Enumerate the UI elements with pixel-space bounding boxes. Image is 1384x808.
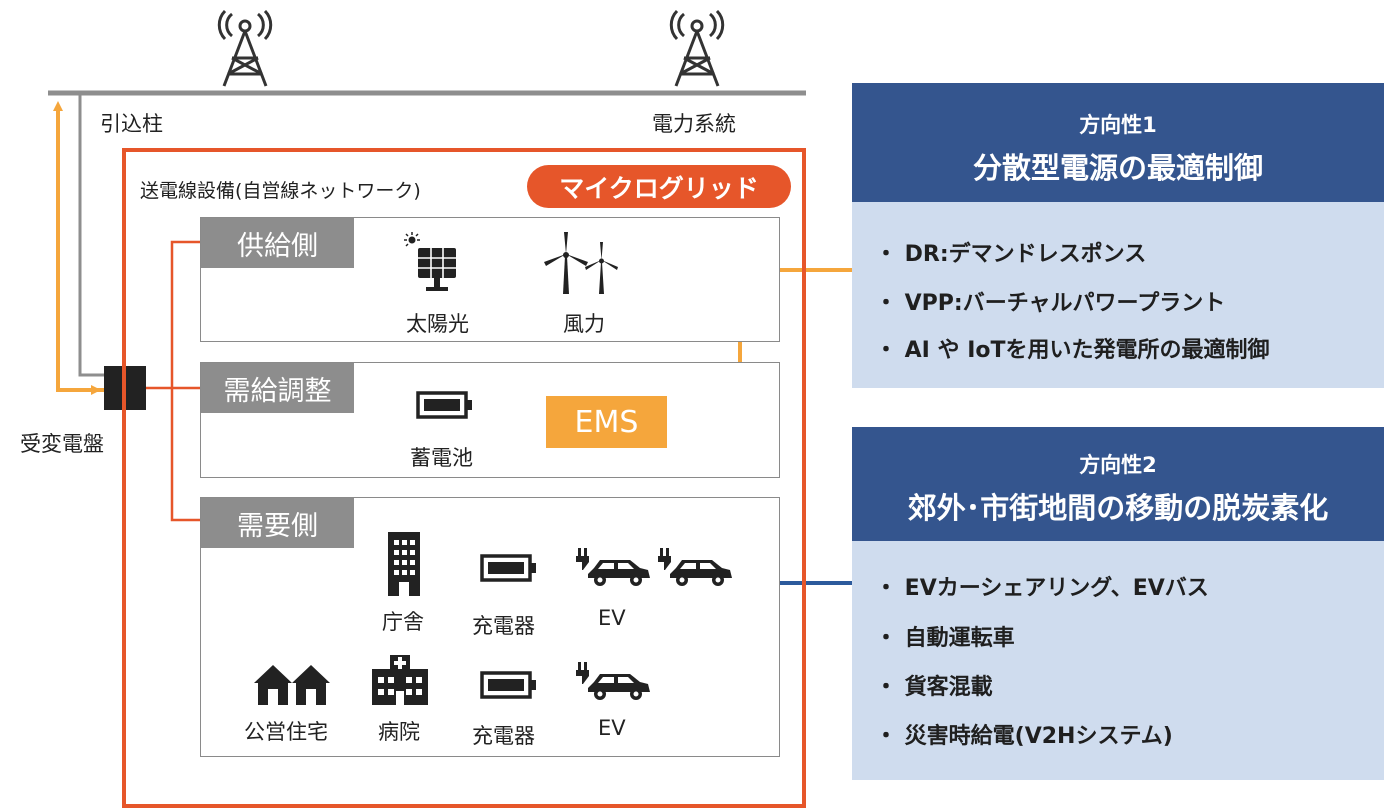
direction2-bullet: ・ 貨客混載 <box>875 675 993 700</box>
direction2-bullet: ・ 災害時給電(V2Hシステム) <box>875 724 1173 749</box>
storage-battery-icon <box>416 391 472 419</box>
network-label: 送電線設備(自営線ネットワーク) <box>140 180 421 202</box>
direction1-body <box>852 202 1384 388</box>
direction2-body <box>852 541 1384 780</box>
ev-car-icon <box>576 548 650 586</box>
demand-section: 需要側 <box>200 497 780 757</box>
direction1-header: 方向性1 分散型電源の最適制御 <box>852 83 1384 202</box>
transmission-tower-icon <box>217 10 273 87</box>
connection-lines <box>48 90 874 589</box>
power-grid-label: 電力系統 <box>652 112 736 136</box>
microgrid-badge: マイクログリッド <box>527 165 791 208</box>
solar-panel-icon <box>404 232 456 291</box>
supply-title: 供給側 <box>201 218 354 268</box>
public-housing-icon <box>254 665 330 705</box>
direction1-bullet: ・ AI や IoTを用いた発電所の最適制御 <box>875 338 1270 363</box>
public-housing-label: 公営住宅 <box>244 720 328 744</box>
hospital-icon <box>372 655 428 705</box>
switchboard-label: 受変電盤 <box>20 432 104 456</box>
wind-label: 風力 <box>563 312 605 336</box>
ev-label: EV <box>598 716 626 740</box>
ev-label: EV <box>598 606 626 630</box>
ev-car-icon <box>576 662 650 700</box>
ems-box: EMS <box>546 396 667 448</box>
direction2-bullet: ・ EVカーシェアリング、EVバス <box>875 576 1209 601</box>
balance-title: 需給調整 <box>201 363 354 413</box>
ev-car-icon <box>658 548 732 586</box>
direction1-bullet: ・ VPP:バーチャルパワープラント <box>875 291 1226 316</box>
charger-icon <box>480 554 536 582</box>
demand-title: 需要側 <box>201 498 354 548</box>
direction2-header: 方向性2 郊外･市街地間の移動の脱炭素化 <box>852 427 1384 541</box>
direction1-title: 分散型電源の最適制御 <box>972 151 1263 185</box>
balance-section: 需給調整 <box>200 362 780 478</box>
city-hall-label: 庁舎 <box>382 610 424 634</box>
direction2-number: 方向性2 <box>1079 453 1157 477</box>
direction1-number: 方向性1 <box>1079 113 1157 137</box>
gray-feeder-line <box>78 93 104 377</box>
battery-label: 蓄電池 <box>410 446 473 470</box>
direction1-bullet: ・ DR:デマンドレスポンス <box>875 242 1147 267</box>
direction2-title: 郊外･市街地間の移動の脱炭素化 <box>907 491 1329 525</box>
wind-turbine-icon <box>544 232 618 294</box>
charger-label: 充電器 <box>472 724 535 748</box>
charger-icon <box>480 671 536 699</box>
office-building-icon <box>388 532 420 596</box>
transmission-tower-icon <box>669 10 725 87</box>
drop-pole-label: 引込柱 <box>100 112 163 136</box>
supply-demand-branch-line <box>170 240 200 522</box>
direction2-bullet: ・ 自動運転車 <box>875 626 1015 651</box>
hospital-label: 病院 <box>378 720 420 744</box>
supply-section: 供給側 <box>200 217 780 342</box>
solar-label: 太陽光 <box>406 312 469 336</box>
charger-label: 充電器 <box>472 614 535 638</box>
